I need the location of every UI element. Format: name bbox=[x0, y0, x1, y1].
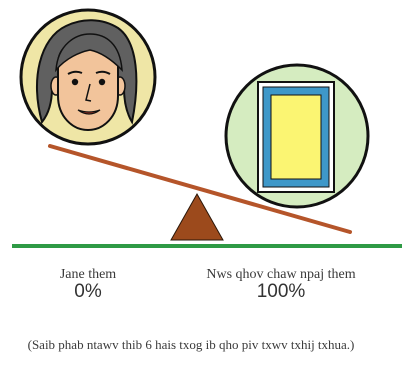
left-item-label: Jane them 0% bbox=[30, 267, 146, 302]
left-item-name: Jane them bbox=[30, 267, 146, 282]
right-eye bbox=[99, 79, 105, 85]
seesaw-diagram bbox=[0, 0, 406, 260]
right-item-label: Nws qhov chaw npaj them 100% bbox=[190, 267, 372, 302]
right-item-percent: 100% bbox=[190, 282, 372, 302]
footnote-text: (Saib phab ntawv thib 6 hais txog ib qho… bbox=[0, 337, 386, 352]
fulcrum-triangle bbox=[171, 194, 223, 240]
framed-card-icon bbox=[226, 65, 368, 207]
frame-inner bbox=[271, 95, 321, 179]
left-item-percent: 0% bbox=[30, 282, 146, 302]
left-eye bbox=[72, 79, 78, 85]
woman-face-icon bbox=[21, 10, 155, 144]
right-item-name: Nws qhov chaw npaj them bbox=[190, 267, 372, 282]
